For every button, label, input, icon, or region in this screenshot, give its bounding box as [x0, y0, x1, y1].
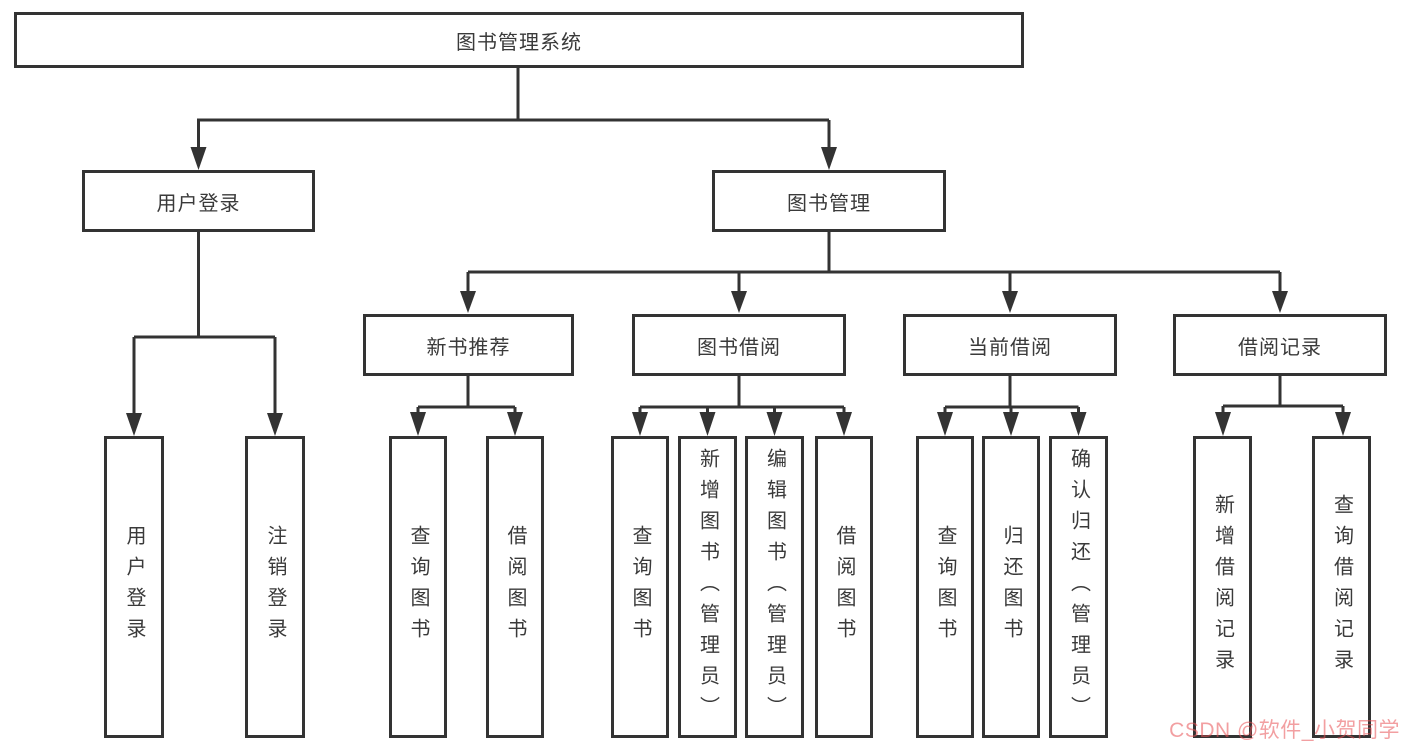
- leaf-query-books-recommend: 查询图书: [389, 436, 447, 738]
- connector-root-to-level2: [197, 68, 831, 149]
- node-label: 查询借阅记录: [1330, 494, 1353, 680]
- leaf-borrow-books: 借阅图书: [815, 436, 873, 738]
- connector-records-to-leaves: [1221, 376, 1345, 414]
- node-borrowing-records: 借阅记录: [1173, 314, 1387, 376]
- arrowhead: [410, 412, 426, 436]
- node-label: 借阅图书: [504, 525, 526, 649]
- node-label: 归还图书: [1000, 525, 1022, 649]
- node-label: 查询图书: [934, 525, 956, 649]
- leaf-edit-books-admin: 编辑图书（管理员）: [745, 436, 804, 738]
- leaf-query-books-current: 查询图书: [916, 436, 974, 738]
- node-label: 当前借阅: [968, 336, 1052, 359]
- arrowhead: [267, 413, 283, 436]
- connector-user-login-to-leaves: [132, 232, 277, 415]
- leaf-query-borrow-record: 查询借阅记录: [1312, 436, 1371, 738]
- arrowhead: [190, 147, 207, 170]
- connector-new-book-to-leaves: [416, 376, 517, 414]
- node-user-login: 用户登录: [82, 170, 315, 232]
- node-label: 借阅记录: [1238, 336, 1322, 359]
- node-book-management: 图书管理: [712, 170, 946, 232]
- leaf-logout-login: 注销登录: [245, 436, 305, 738]
- arrowhead: [937, 412, 953, 436]
- node-label: 确认归还（管理员）: [1067, 447, 1090, 727]
- node-book-management-system: 图书管理系统: [14, 12, 1024, 68]
- leaf-add-borrow-record: 新增借阅记录: [1193, 436, 1252, 738]
- node-label: 查询图书: [407, 525, 429, 649]
- leaf-user-login: 用户登录: [104, 436, 164, 738]
- node-current-borrowing: 当前借阅: [903, 314, 1117, 376]
- node-label: 用户登录: [123, 525, 145, 649]
- arrowhead: [1070, 412, 1087, 436]
- node-label: 新增图书（管理员）: [696, 447, 719, 727]
- leaf-query-books-borrow: 查询图书: [611, 436, 669, 738]
- arrowhead: [460, 291, 476, 313]
- node-label: 新增借阅记录: [1211, 494, 1234, 680]
- arrowhead: [1272, 291, 1288, 313]
- connector-book-mgmt-to-level3: [466, 232, 1282, 292]
- arrowhead: [507, 412, 523, 436]
- arrowhead: [766, 412, 783, 436]
- arrowhead: [632, 412, 648, 436]
- arrowhead: [731, 291, 747, 313]
- node-label: 查询图书: [629, 525, 651, 649]
- node-new-book-recommend: 新书推荐: [363, 314, 574, 376]
- arrowhead: [836, 412, 852, 436]
- leaf-return-books: 归还图书: [982, 436, 1040, 738]
- arrowhead: [1215, 412, 1231, 436]
- node-label: 新书推荐: [426, 336, 511, 359]
- connector-current-borrow-to-leaves: [943, 376, 1080, 414]
- node-label: 用户登录: [156, 192, 241, 215]
- leaf-add-books-admin: 新增图书（管理员）: [678, 436, 737, 738]
- arrowhead: [699, 412, 716, 436]
- node-label: 图书管理系统: [456, 31, 582, 54]
- arrowhead: [1335, 412, 1351, 436]
- arrowhead: [821, 147, 837, 170]
- leaf-borrow-books-recommend: 借阅图书: [486, 436, 544, 738]
- arrowhead: [1002, 291, 1018, 313]
- arrowhead: [126, 413, 142, 436]
- node-label: 注销登录: [264, 525, 286, 649]
- arrowhead: [1003, 412, 1019, 436]
- node-label: 图书借阅: [697, 336, 781, 359]
- leaf-confirm-return-admin: 确认归还（管理员）: [1049, 436, 1108, 738]
- node-book-borrowing: 图书借阅: [632, 314, 846, 376]
- node-label: 借阅图书: [833, 525, 855, 649]
- node-label: 编辑图书（管理员）: [763, 447, 786, 727]
- node-label: 图书管理: [787, 192, 871, 215]
- connector-book-borrow-to-leaves: [638, 376, 846, 414]
